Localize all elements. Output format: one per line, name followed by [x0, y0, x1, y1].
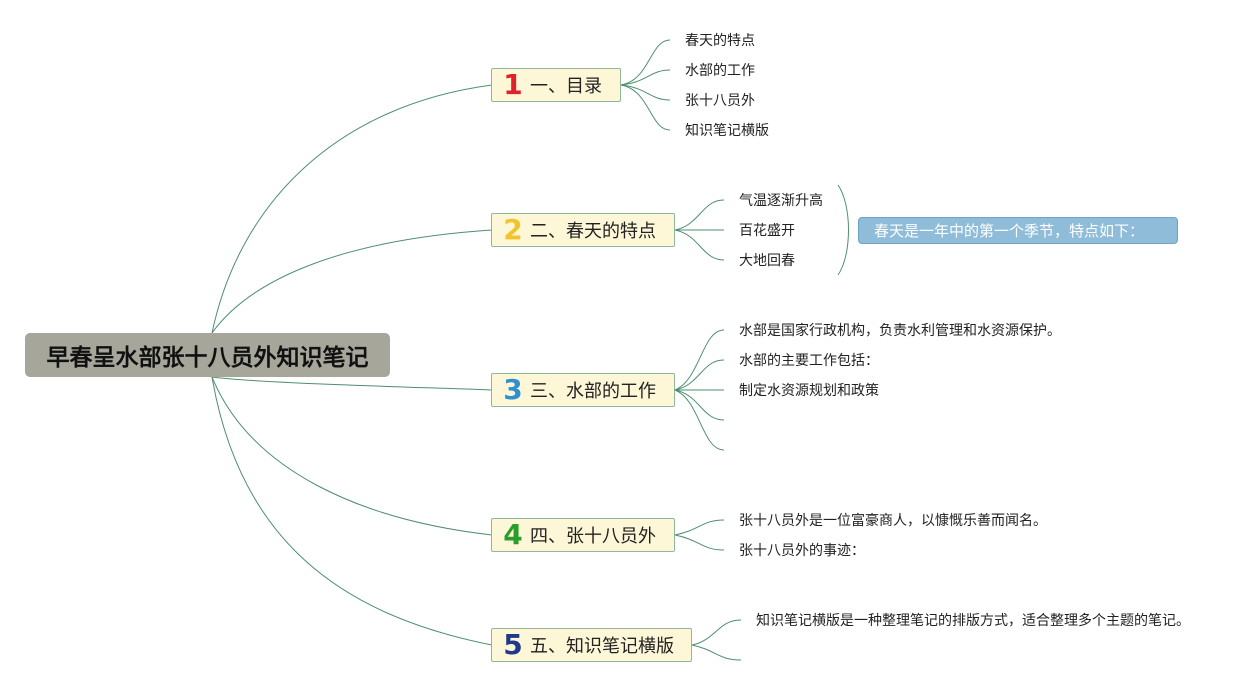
leaf-item[interactable]: 大地回春 [739, 253, 795, 269]
link-b1-l2 [620, 69, 671, 86]
link-b1-l1 [620, 39, 671, 86]
number-3-icon: 3 [503, 373, 523, 406]
leaf-item[interactable]: 知识笔记横版是一种整理笔记的排版方式，适合整理多个主题的笔记。 [756, 613, 1190, 629]
link-root-b5 [211, 376, 493, 646]
number-5-icon: 5 [503, 628, 523, 661]
leaf-item[interactable]: 水部的工作 [685, 63, 755, 79]
link-b1-l3 [620, 84, 671, 101]
branch-label: 五、知识笔记横版 [530, 636, 674, 657]
link-b4-l2 [674, 534, 725, 551]
link-b5-l2 [691, 644, 742, 661]
branch-label: 二、春天的特点 [530, 221, 656, 242]
leaf-item[interactable]: 张十八员外 [685, 93, 755, 109]
link-root-b4 [211, 376, 493, 536]
link-b3-l2 [674, 359, 725, 391]
branch-label: 一、目录 [530, 76, 602, 97]
link-root-b3 [211, 376, 493, 391]
leaf-item[interactable]: 制定水资源规划和政策 [739, 383, 879, 399]
root-topic[interactable]: 早春呈水部张十八员外知识笔记 [25, 333, 390, 377]
leaf-item[interactable]: 气温逐渐升高 [739, 193, 823, 209]
branch-node-contents[interactable]: 1 一、目录 [491, 68, 621, 102]
link-root-b2 [211, 229, 493, 334]
link-b3-l4 [674, 389, 725, 421]
brace-b2 [837, 184, 849, 276]
link-b3-l5 [674, 389, 725, 451]
leaf-item[interactable]: 水部是国家行政机构，负责水利管理和水资源保护。 [739, 323, 1061, 339]
branch-node-notes[interactable]: 5 五、知识笔记横版 [491, 628, 692, 662]
leaf-item[interactable]: 张十八员外的事迹： [739, 543, 865, 559]
leaf-item[interactable]: 水部的主要工作包括： [739, 353, 879, 369]
number-1-icon: 1 [503, 68, 523, 101]
link-b3-l1 [674, 329, 725, 391]
leaf-item[interactable]: 百花盛开 [739, 223, 795, 239]
leaf-item[interactable]: 知识笔记横版 [685, 123, 769, 139]
link-root-b1 [211, 84, 493, 334]
root-title: 早春呈水部张十八员外知识笔记 [46, 345, 369, 371]
link-b4-l1 [674, 519, 725, 536]
link-b5-l1 [691, 619, 742, 646]
branch-label: 四、张十八员外 [530, 526, 656, 547]
note-text: 春天是一年中的第一个季节，特点如下： [874, 222, 1145, 240]
link-b2-l1 [674, 199, 725, 231]
leaf-item[interactable]: 张十八员外是一位富豪商人，以慷慨乐善而闻名。 [739, 513, 1047, 529]
number-2-icon: 2 [503, 213, 523, 246]
branch-node-spring[interactable]: 2 二、春天的特点 [491, 213, 675, 247]
link-b2-l3 [674, 229, 725, 261]
branch-node-zhang[interactable]: 4 四、张十八员外 [491, 518, 675, 552]
summary-note[interactable]: 春天是一年中的第一个季节，特点如下： [858, 217, 1178, 244]
number-4-icon: 4 [503, 518, 523, 551]
branch-label: 三、水部的工作 [530, 381, 656, 402]
leaf-item[interactable]: 春天的特点 [685, 33, 755, 49]
link-b1-l4 [620, 84, 671, 131]
branch-node-water-dept[interactable]: 3 三、水部的工作 [491, 373, 675, 407]
